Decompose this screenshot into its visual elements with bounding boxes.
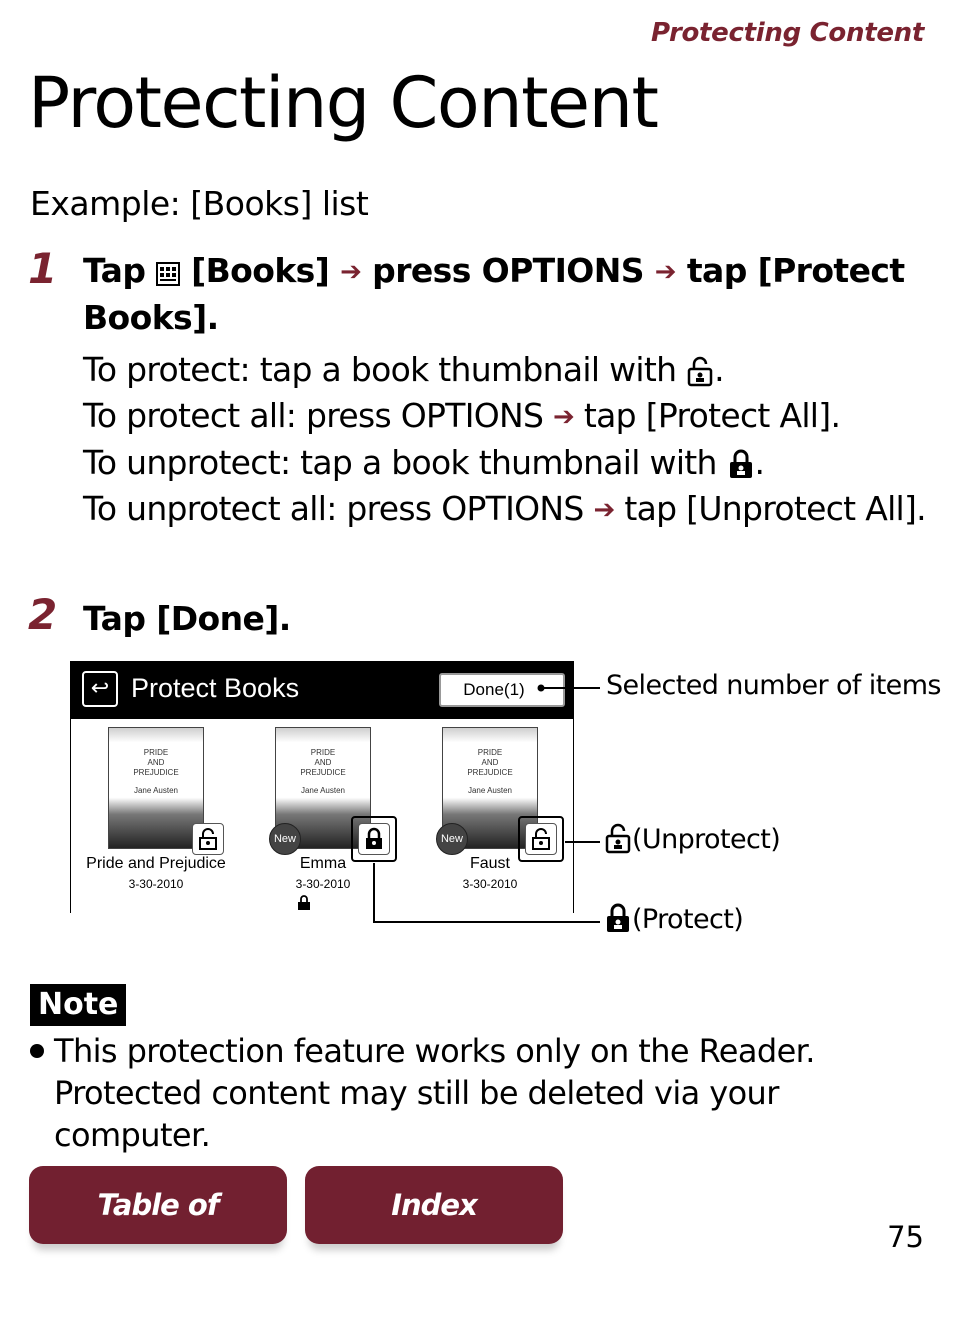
callout-selected: Selected number of items: [606, 670, 941, 701]
back-icon[interactable]: ↩: [82, 671, 118, 707]
locked-icon: [729, 449, 752, 478]
note-text: This protection feature works only on th…: [30, 1030, 930, 1156]
step-1-heading: Tap [Books] ➔ press OPTIONS ➔ tap [Prote…: [83, 248, 933, 341]
locked-icon: [607, 903, 629, 932]
table-of-contents-button[interactable]: Table of Contents: [29, 1166, 287, 1300]
book-date: 3-30-2010: [295, 877, 351, 891]
step-1-line-4: To unprotect all: press OPTIONS ➔ tap [U…: [83, 486, 943, 533]
new-badge: New: [436, 823, 468, 855]
step-number-2: 2: [28, 590, 58, 639]
step-1-line-1: To protect: tap a book thumbnail with .: [83, 350, 725, 389]
step-1-body: To protect: tap a book thumbnail with . …: [83, 347, 943, 533]
highlight-box: [351, 816, 397, 862]
book-date: 3-30-2010: [128, 877, 184, 891]
step-2-heading: Tap [Done].: [83, 599, 291, 638]
step-1-books: [Books]: [191, 251, 330, 290]
books-icon: [156, 262, 181, 286]
title-bar: ↩ Protect Books Done(1): [70, 661, 574, 719]
book-title: Emma: [299, 855, 347, 872]
arrow-icon: ➔: [654, 257, 677, 287]
callout-protect: (Protect): [604, 902, 744, 935]
highlight-box: [518, 816, 564, 862]
note-label: Note: [30, 984, 127, 1026]
step-1-press: press OPTIONS: [372, 251, 644, 290]
running-header: Protecting Content: [651, 18, 924, 48]
page-title: Protecting Content: [28, 62, 659, 144]
index-button[interactable]: Index: [305, 1166, 563, 1244]
screen-title: Protect Books: [131, 673, 300, 703]
locked-icon[interactable]: [358, 823, 390, 855]
arrow-icon: ➔: [553, 402, 575, 432]
page-number: 75: [887, 1220, 924, 1254]
unlocked-icon: [605, 823, 631, 854]
done-button[interactable]: Done(1): [439, 673, 565, 707]
step-1-line-2: To protect all: press OPTIONS ➔ tap [Pro…: [83, 393, 943, 440]
book-date: 3-30-2010: [462, 877, 518, 891]
callout-lines: [373, 684, 600, 923]
callout-unprotect: (Unprotect): [604, 822, 781, 855]
new-badge: New: [269, 823, 301, 855]
arrow-icon: ➔: [593, 495, 615, 525]
step-1-protect: tap [Protect Books].: [83, 251, 905, 337]
unlocked-icon[interactable]: [192, 823, 224, 855]
step-number-1: 1: [28, 244, 58, 293]
book-title: Faust: [469, 855, 510, 872]
book-title: Pride and Prejudice: [86, 855, 226, 872]
small-locked-icon: [298, 895, 310, 910]
arrow-icon: ➔: [340, 257, 362, 287]
unlocked-icon[interactable]: [525, 823, 557, 855]
unlocked-icon: [687, 356, 713, 387]
step-1-line-3: To unprotect: tap a book thumbnail with …: [83, 443, 765, 482]
bullet: [30, 1044, 44, 1058]
example-caption: Example: [Books] list: [30, 184, 369, 223]
step-1-tap: Tap: [83, 251, 146, 290]
